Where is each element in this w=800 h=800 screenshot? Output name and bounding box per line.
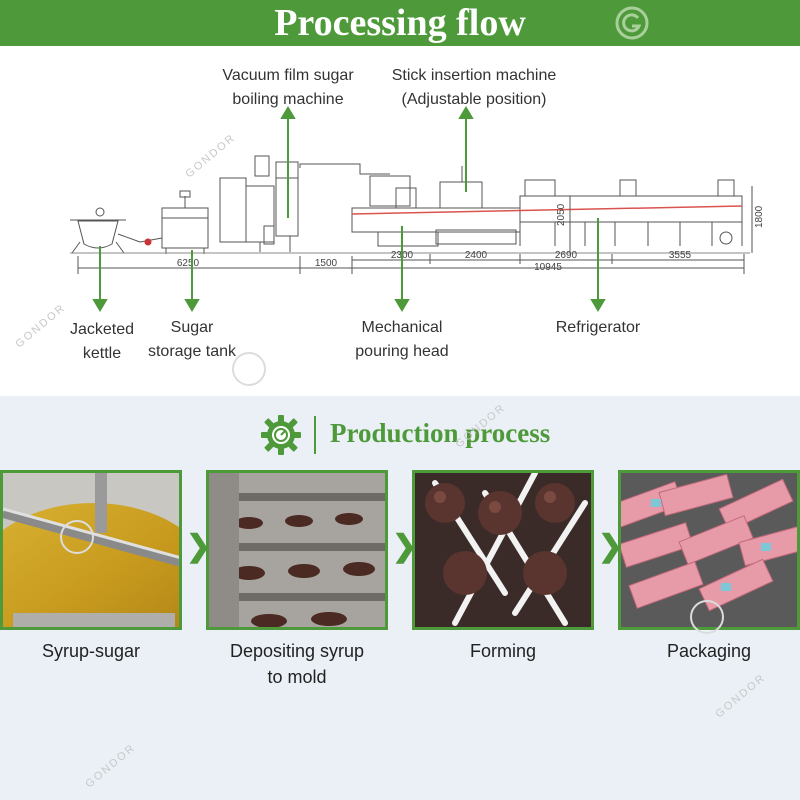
production-line-drawing: 6250 1500 2300 2400 2690 3555 10945 2050… [70, 106, 765, 312]
gondor-logo-icon [615, 6, 649, 40]
dimension-label-2400: 2400 [465, 250, 488, 261]
watermark-seal-icon [690, 600, 724, 634]
conveyor-red-line [351, 205, 743, 215]
step-label-packaging: Packaging [666, 641, 752, 661]
step-label-forming: Forming [469, 641, 536, 661]
jacketed-kettle-drawing [70, 207, 141, 254]
dimension-label-3555: 3555 [669, 250, 692, 261]
step-photo-syrup-sugar [0, 470, 182, 630]
transfer-pipe-drawing [299, 163, 390, 175]
dimension-label-total: 10945 [534, 262, 562, 273]
dimension-label-2690: 2690 [555, 250, 578, 261]
dimension-label-1500: 1500 [315, 258, 338, 269]
page-title: Processing flow [274, 2, 526, 44]
step-photo-forming [412, 470, 594, 630]
callout-stick-machine: Stick insertion machine(Adjustable posit… [391, 67, 557, 108]
sugar-storage-tank-drawing [139, 190, 209, 254]
watermark-seal-icon [60, 520, 94, 554]
watermark-seal-icon [232, 352, 266, 386]
step-photo-depositing [206, 470, 388, 630]
callout-refrigerator: Refrigerator [555, 319, 641, 336]
gear-gauge-icon [261, 415, 301, 455]
dimension-label-height-1800: 1800 [754, 205, 765, 228]
vacuum-boiling-machine-drawing [219, 155, 299, 252]
refrigerator-drawing [519, 179, 743, 246]
step-label-syrup-sugar: Syrup-sugar [41, 641, 141, 661]
processing-flow-diagram: 6250 1500 2300 2400 2690 3555 10945 2050… [0, 46, 800, 396]
dimension-label-6250: 6250 [177, 258, 200, 269]
header-bar: Processing flow [0, 0, 800, 46]
dimension-label-height-2050: 2050 [556, 203, 567, 226]
title-divider [314, 416, 316, 454]
production-process-title: Production process [330, 418, 551, 448]
depositor-and-stick-machine-drawing [351, 166, 521, 247]
